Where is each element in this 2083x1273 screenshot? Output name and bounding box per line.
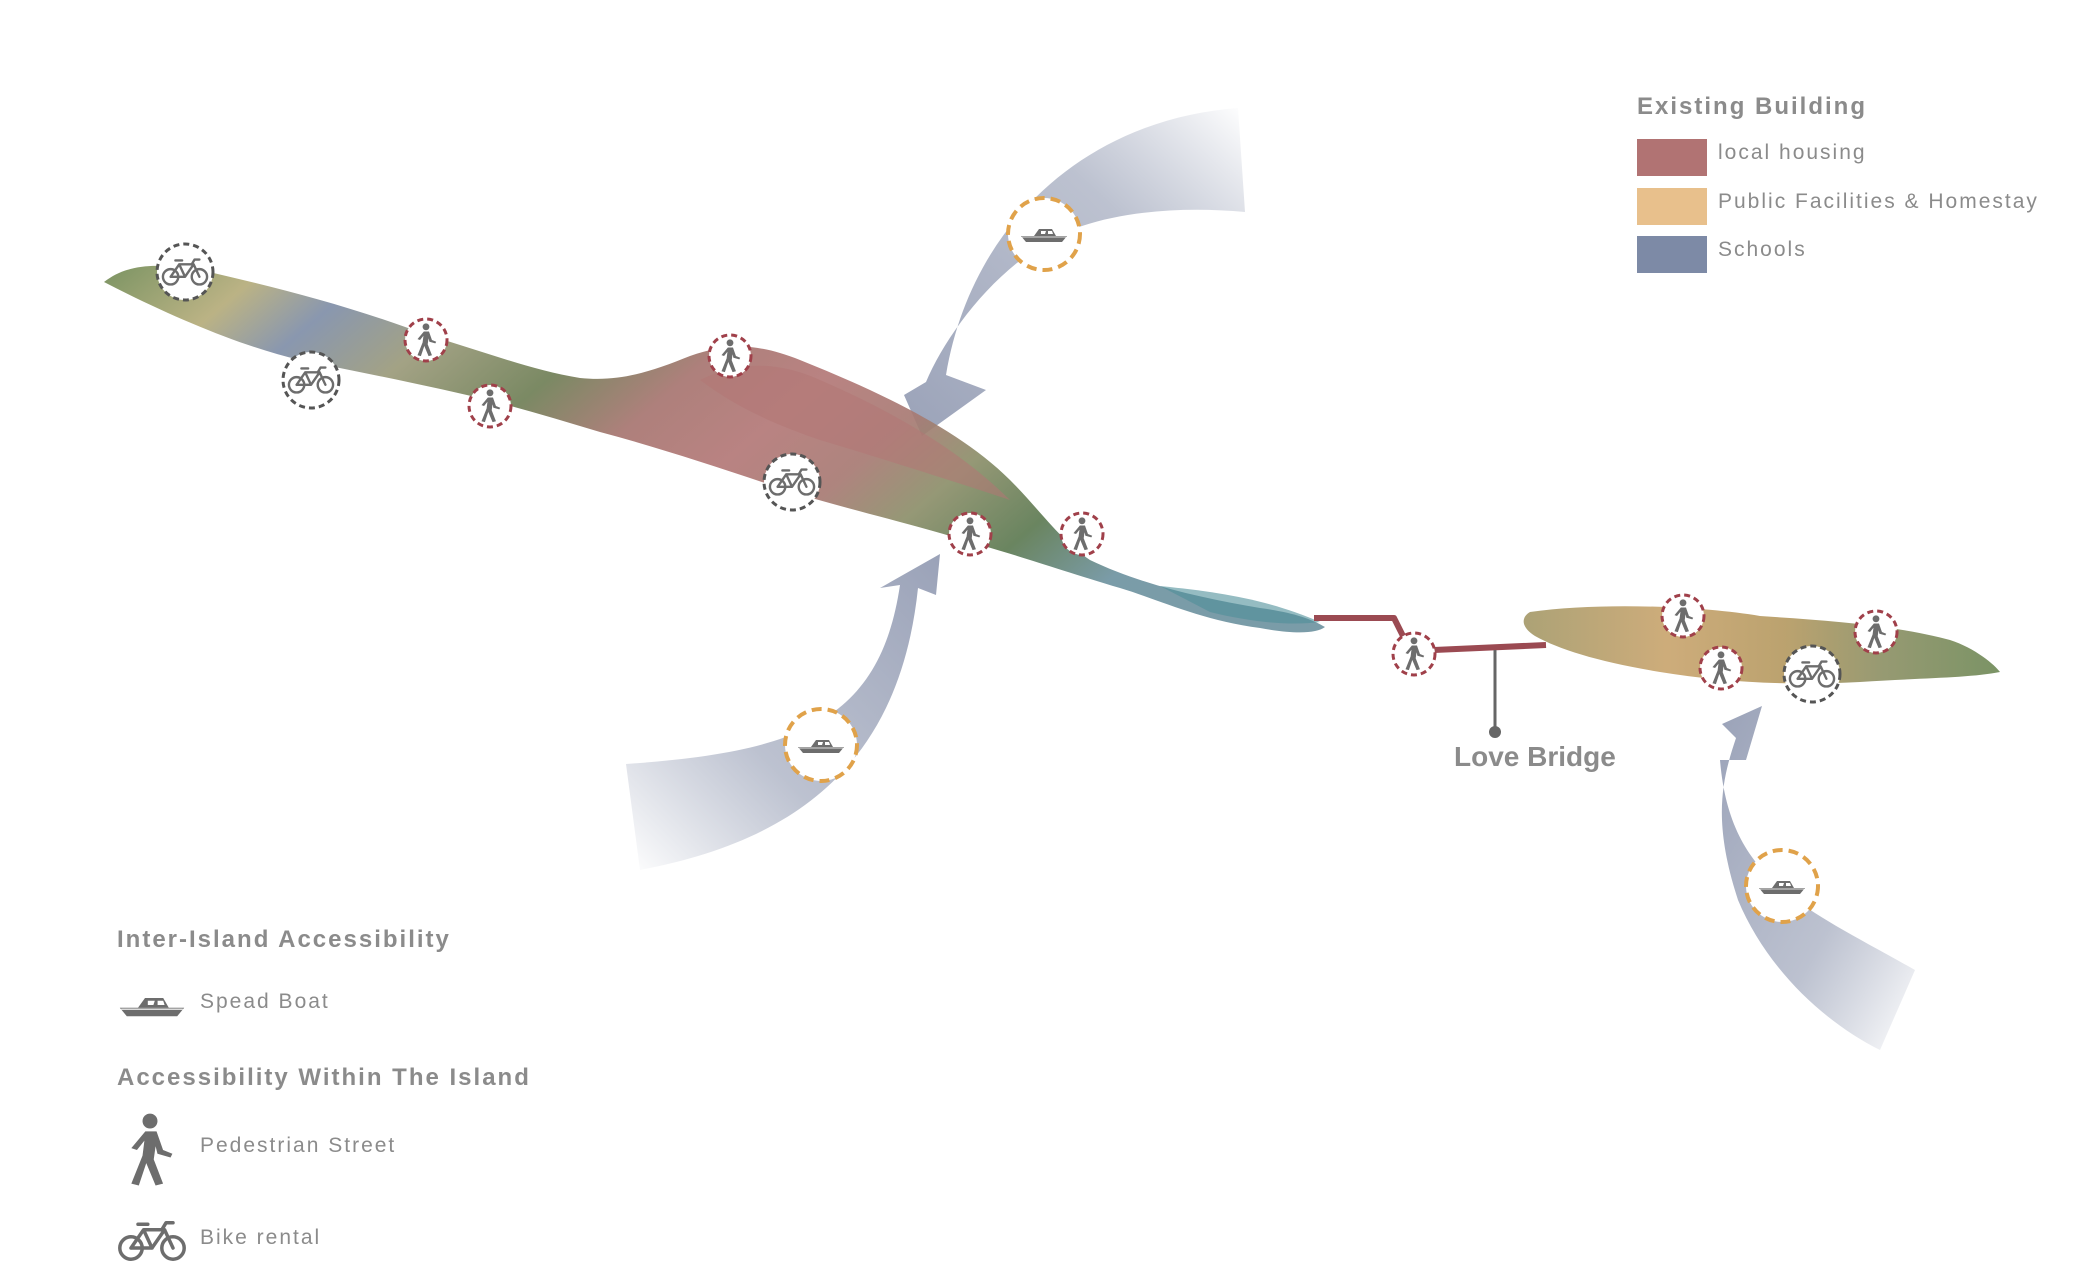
marker-ped (1853, 609, 1899, 655)
marker-bike (281, 350, 341, 410)
legend-label-local-housing: local housing (1718, 141, 1867, 164)
main-island (104, 265, 1325, 633)
boat-arrow-southwest (626, 554, 940, 870)
legend-label-schools: Schools (1718, 238, 1807, 261)
love-bridge (1314, 615, 1547, 738)
swatch-schools (1637, 236, 1707, 273)
marker-ped (467, 383, 513, 429)
marker-ped (707, 333, 753, 379)
legend-label-bike-rental: Bike rental (200, 1226, 322, 1249)
legend-title-inter-island: Inter-Island Accessibility (117, 926, 451, 953)
legend-label-speed-boat: Spead Boat (200, 990, 330, 1013)
marker-bike (1782, 644, 1842, 704)
marker-boat (1744, 848, 1820, 924)
legend-label-pedestrian-street: Pedestrian Street (200, 1134, 397, 1157)
swatch-local-housing (1637, 139, 1707, 176)
marker-bike (155, 242, 215, 302)
marker-ped (1391, 631, 1437, 677)
marker-ped (403, 317, 449, 363)
marker-ped (1059, 511, 1105, 557)
speed-boat-icon (117, 988, 187, 1022)
swatch-public-facilities (1637, 188, 1707, 225)
marker-ped (1660, 593, 1706, 639)
legend-label-public-facilities: Public Facilities & Homestay (1718, 190, 2039, 213)
legend-title-existing-building: Existing Building (1637, 93, 1867, 120)
boat-arrow-north (904, 108, 1245, 436)
legend-title-within-island: Accessibility Within The Island (117, 1064, 531, 1091)
bicycle-icon (117, 1218, 187, 1264)
marker-boat (783, 707, 859, 783)
love-bridge-label: Love Bridge (1454, 741, 1616, 772)
pedestrian-icon (122, 1112, 178, 1188)
marker-boat (1006, 196, 1082, 272)
marker-ped (947, 511, 993, 557)
marker-ped (1698, 645, 1744, 691)
marker-bike (762, 452, 822, 512)
small-island (1523, 606, 2000, 684)
markers-layer (155, 196, 1899, 924)
boat-arrow-southeast (1720, 706, 1915, 1050)
